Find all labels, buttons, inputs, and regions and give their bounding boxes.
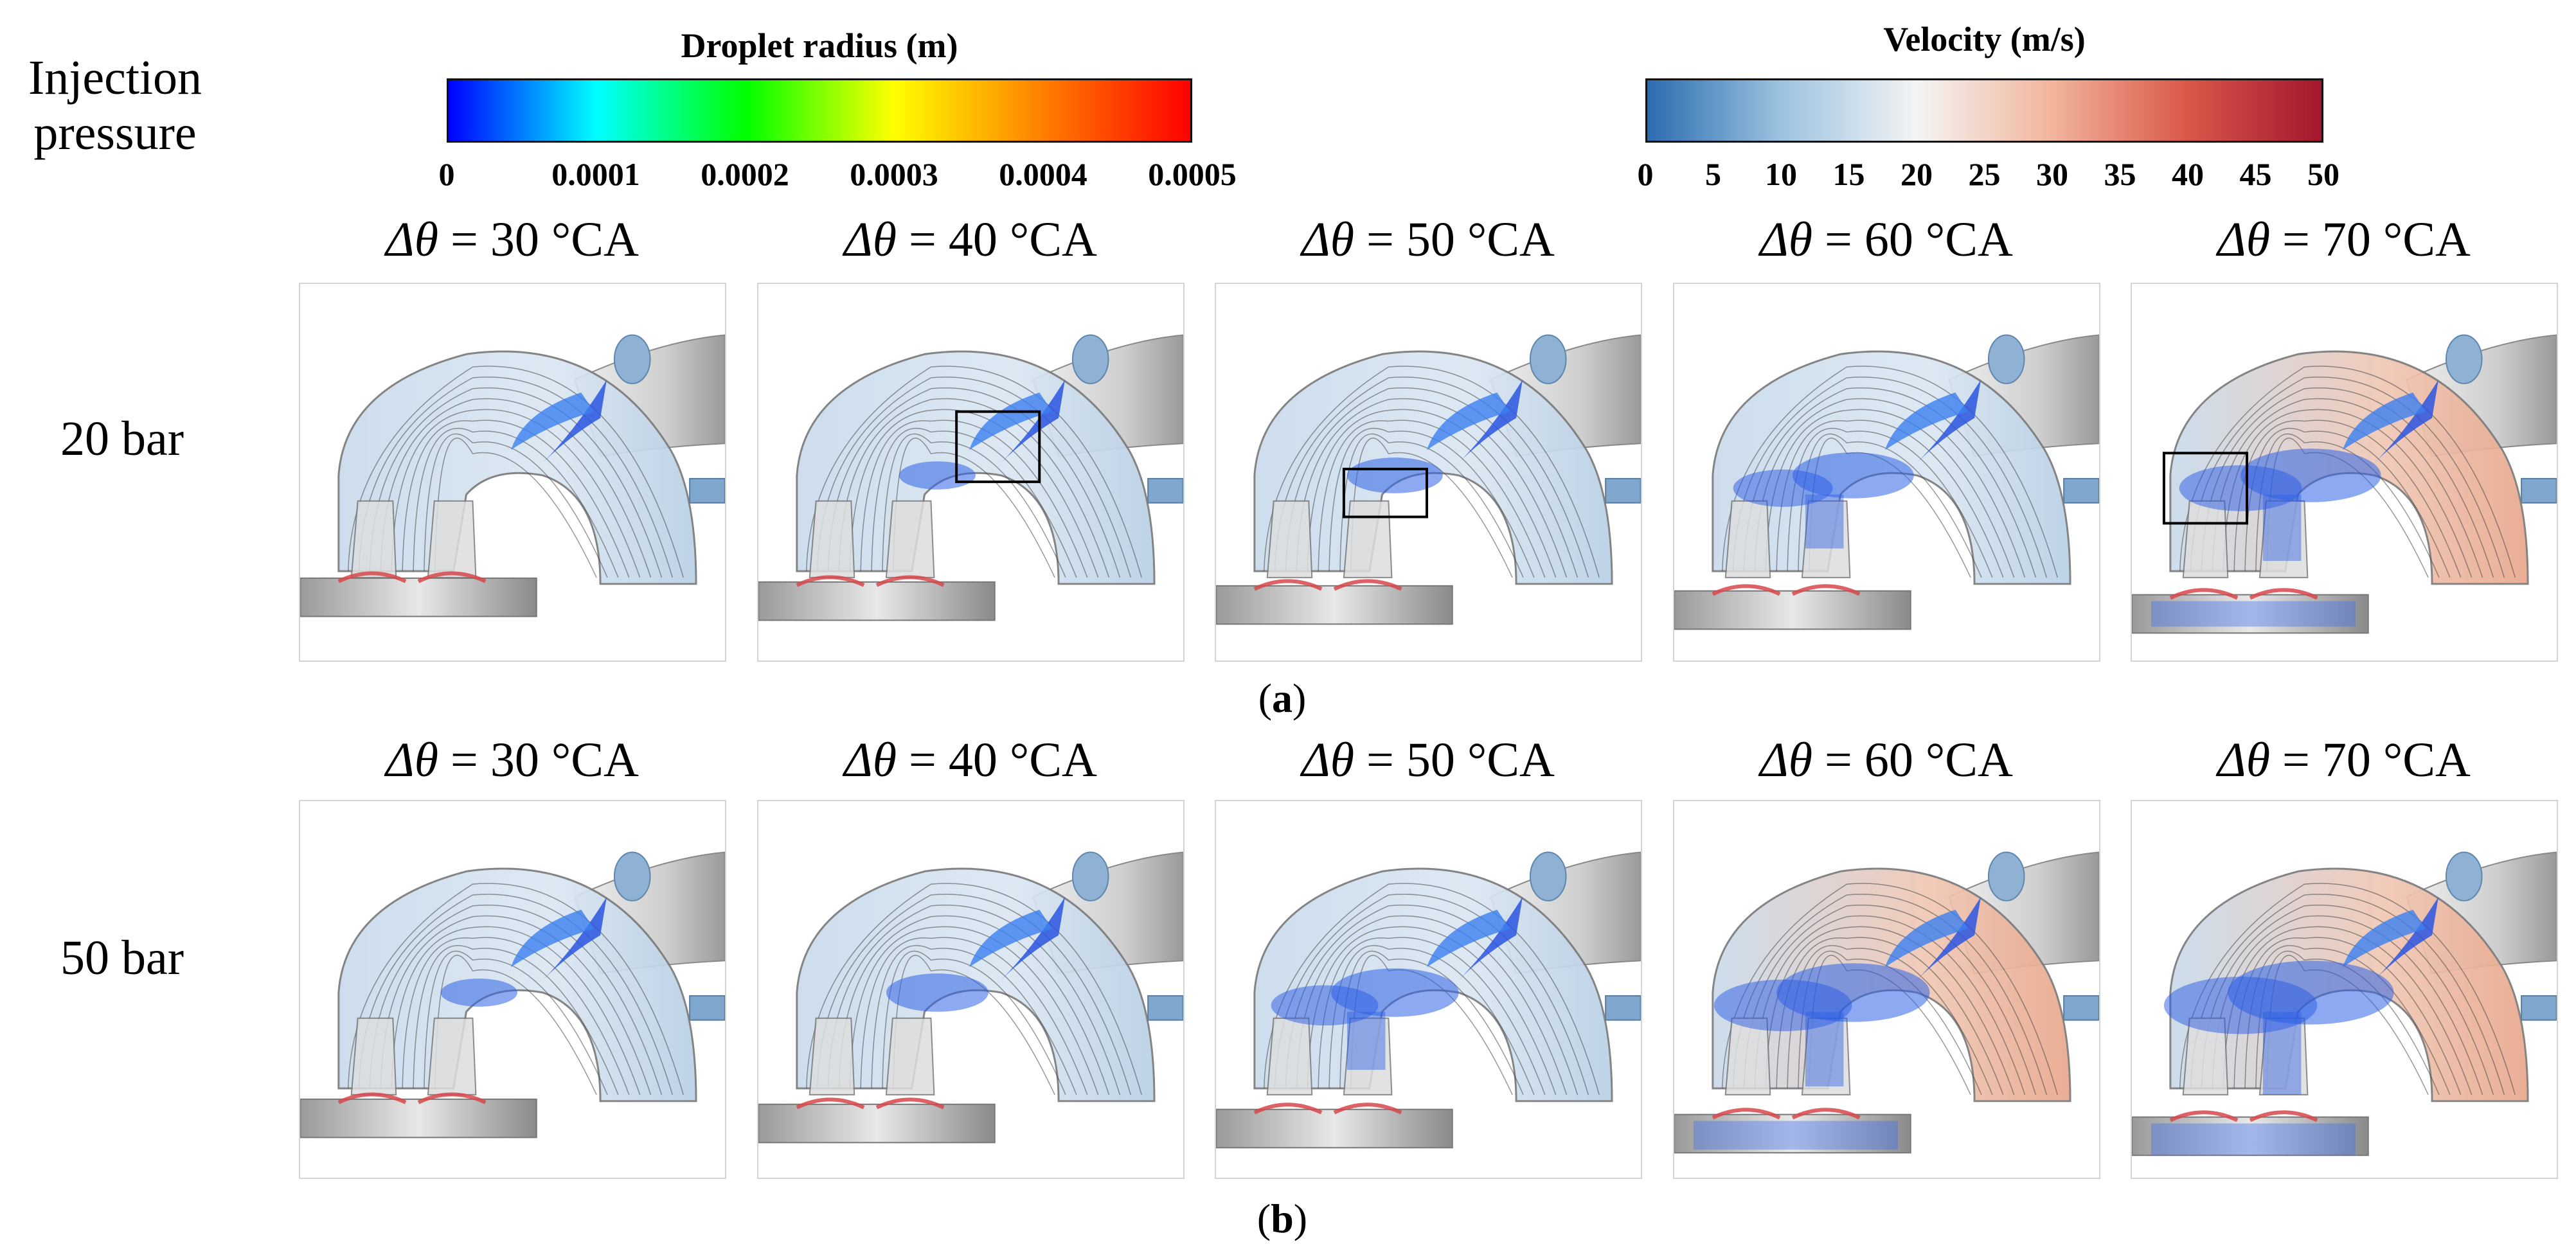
intake-port-render [2132, 334, 2557, 634]
simulation-panel [299, 283, 726, 662]
crank-angle-value: = 40 °CA [897, 213, 1097, 267]
velocity-tick: 40 [2172, 156, 2204, 192]
simulation-panel [1215, 283, 1642, 662]
velocity-colorbar-title: Velocity (m/s) [1883, 20, 2086, 58]
velocity-colorbar [1645, 78, 2323, 143]
velocity-tick: 45 [2239, 156, 2272, 192]
simulation-panel [299, 800, 726, 1179]
column-label: Δθ = 70 °CA [2217, 732, 2471, 788]
subfigure-caption: (b) [1257, 1195, 1307, 1243]
crank-angle-value: = 70 °CA [2270, 733, 2471, 787]
droplet-tick: 0 [438, 156, 455, 192]
delta-theta-symbol: Δθ [386, 733, 439, 787]
crank-angle-value: = 40 °CA [897, 733, 1097, 787]
droplet-tick: 0.0005 [1148, 156, 1237, 192]
velocity-tick: 10 [1765, 156, 1797, 192]
simulation-panel [1673, 800, 2100, 1179]
simulation-panel [1215, 800, 1642, 1179]
caption-paren: ) [1293, 1196, 1308, 1241]
delta-theta-symbol: Δθ [1301, 733, 1355, 787]
velocity-tick: 50 [2307, 156, 2339, 192]
row-label: 50 bar [60, 931, 184, 985]
crank-angle-value: = 30 °CA [438, 213, 639, 267]
simulation-panel [1673, 283, 2100, 662]
caption-paren: ( [1257, 1196, 1271, 1241]
crank-angle-value: = 60 °CA [1812, 733, 2013, 787]
intake-port-render [1674, 851, 2099, 1154]
column-label: Δθ = 40 °CA [844, 732, 1097, 788]
row-label: 20 bar [60, 412, 184, 466]
simulation-panel [2131, 283, 2558, 662]
caption-paren: ( [1258, 675, 1272, 721]
column-label: Δθ = 50 °CA [1301, 212, 1555, 268]
intake-port-render [758, 334, 1183, 621]
intake-port-render [1674, 334, 2099, 630]
delta-theta-symbol: Δθ [844, 733, 897, 787]
column-label: Δθ = 30 °CA [386, 732, 639, 788]
droplet-tick: 0.0003 [850, 156, 938, 192]
velocity-tick: 15 [1832, 156, 1865, 192]
crank-angle-value: = 30 °CA [438, 733, 639, 787]
velocity-tick: 5 [1705, 156, 1721, 192]
caption-paren: ) [1292, 675, 1307, 721]
droplet-tick: 0.0001 [551, 156, 640, 192]
column-label: Δθ = 60 °CA [1760, 212, 2013, 268]
droplet-tick: 0.0004 [999, 156, 1087, 192]
velocity-tick: 35 [2104, 156, 2136, 192]
caption-letter: a [1272, 675, 1292, 721]
simulation-panel [757, 283, 1185, 662]
intake-port-render [300, 851, 725, 1138]
simulation-panel [2131, 800, 2558, 1179]
subfigure-caption: (a) [1258, 675, 1307, 722]
velocity-tick: 25 [1968, 156, 2001, 192]
delta-theta-symbol: Δθ [1760, 733, 1813, 787]
caption-letter: b [1271, 1196, 1294, 1241]
delta-theta-symbol: Δθ [2217, 213, 2271, 267]
column-label: Δθ = 50 °CA [1301, 732, 1555, 788]
column-label: Δθ = 70 °CA [2217, 212, 2471, 268]
intake-port-render [1216, 851, 1641, 1149]
simulation-panel [757, 800, 1185, 1179]
column-label: Δθ = 40 °CA [844, 212, 1097, 268]
droplet-tick: 0.0002 [701, 156, 789, 192]
delta-theta-symbol: Δθ [386, 213, 439, 267]
velocity-tick: 0 [1637, 156, 1654, 192]
column-label: Δθ = 60 °CA [1760, 732, 2013, 788]
intake-port-render [758, 851, 1183, 1144]
delta-theta-symbol: Δθ [1301, 213, 1355, 267]
crank-angle-value: = 60 °CA [1812, 213, 2013, 267]
crank-angle-value: = 50 °CA [1354, 213, 1555, 267]
velocity-tick: 30 [2036, 156, 2068, 192]
delta-theta-symbol: Δθ [844, 213, 897, 267]
droplet-colorbar [447, 78, 1192, 143]
crank-angle-value: = 70 °CA [2270, 213, 2471, 267]
droplet-colorbar-title: Droplet radius (m) [681, 26, 958, 65]
column-label: Δθ = 30 °CA [386, 212, 639, 268]
delta-theta-symbol: Δθ [1760, 213, 1813, 267]
intake-port-render [300, 334, 725, 617]
delta-theta-symbol: Δθ [2217, 733, 2271, 787]
intake-port-render [1216, 334, 1641, 625]
velocity-tick: 20 [1901, 156, 1933, 192]
row-header-label: Injection pressure [28, 51, 202, 160]
crank-angle-value: = 50 °CA [1354, 733, 1555, 787]
intake-port-render [2132, 851, 2557, 1156]
